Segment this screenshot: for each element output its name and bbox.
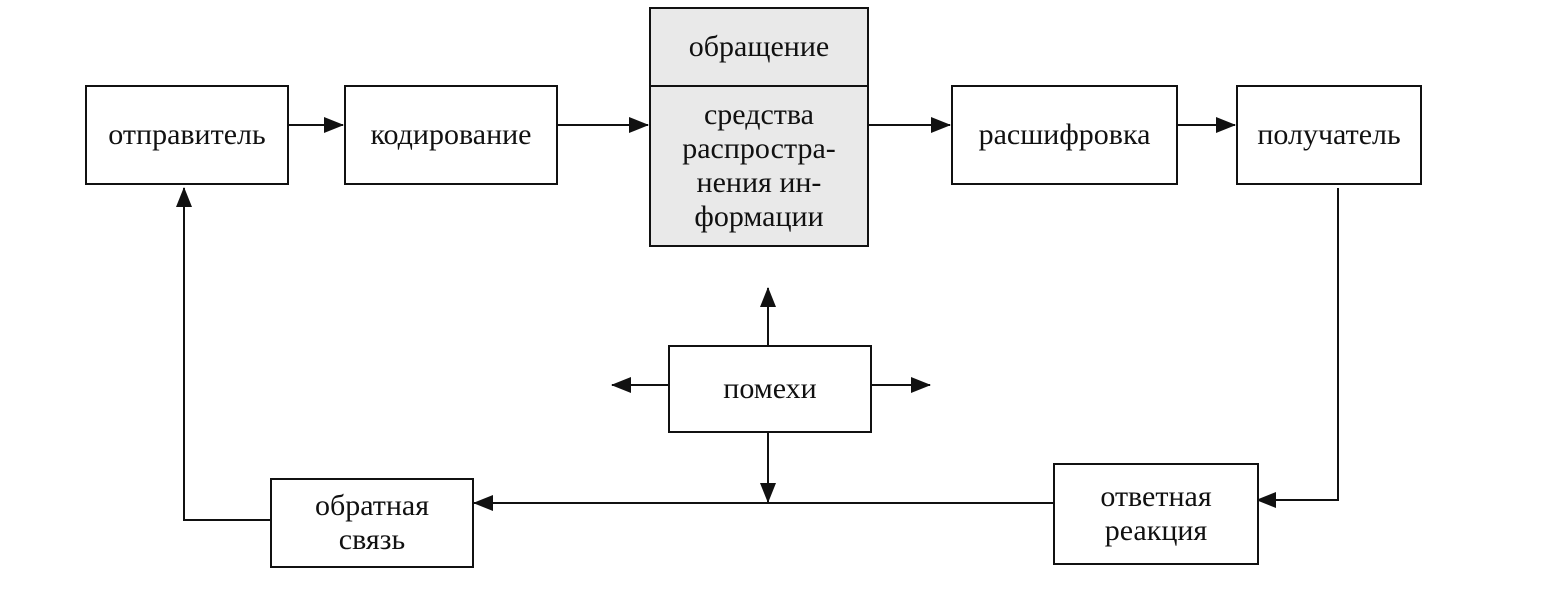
node-receiver: получатель: [1236, 85, 1422, 185]
node-noise-label: помехи: [723, 372, 817, 405]
node-media: средства распростра- нения ин- формации: [649, 85, 869, 247]
node-decoding: расшифровка: [951, 85, 1178, 185]
arrow-feedback-to-sender: [176, 187, 270, 521]
node-sender-label: отправитель: [108, 118, 266, 151]
node-response-label: ответная реакция: [1100, 480, 1212, 547]
node-noise: помехи: [668, 345, 872, 433]
node-encoding-label: кодирование: [370, 118, 532, 151]
node-appeal: обращение: [649, 7, 869, 87]
node-feedback-label: обратная связь: [314, 489, 430, 556]
node-media-label: средства распростра- нения ин- формации: [682, 98, 836, 233]
node-decoding-label: расшифровка: [978, 118, 1151, 151]
node-receiver-label: получатель: [1257, 118, 1401, 151]
node-sender: отправитель: [85, 85, 289, 185]
node-feedback: обратная связь: [270, 478, 474, 568]
node-appeal-label: обращение: [688, 30, 830, 63]
node-response: ответная реакция: [1053, 463, 1259, 565]
arrow-receiver-to-response: [1256, 188, 1339, 508]
node-encoding: кодирование: [344, 85, 558, 185]
